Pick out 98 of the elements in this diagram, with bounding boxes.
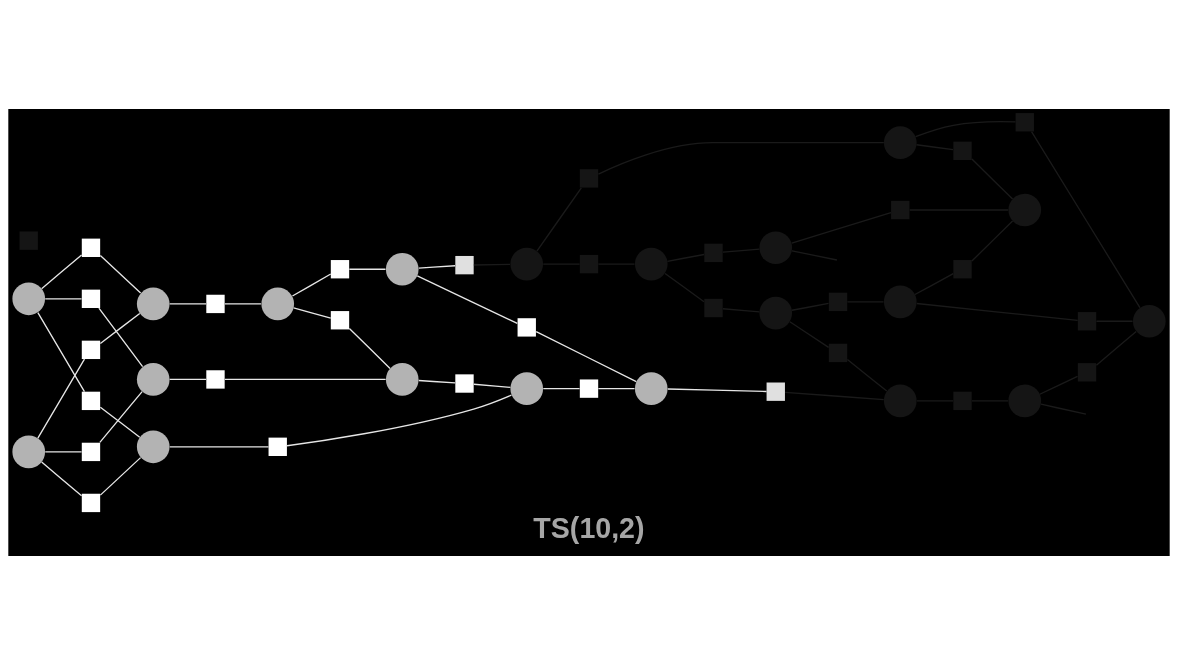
connector: [791, 302, 830, 311]
connector: [224, 303, 262, 305]
connector: [1095, 330, 1137, 366]
node-box: [330, 311, 350, 330]
node-circle: [759, 296, 793, 330]
connector: [1030, 130, 1141, 309]
connector: [542, 387, 581, 390]
node-box: [81, 238, 101, 257]
connector: [597, 387, 636, 390]
connector: [666, 253, 705, 262]
connector: [418, 379, 456, 384]
node-circle: [136, 287, 170, 321]
node-box: [953, 141, 972, 161]
connector: [664, 272, 705, 303]
connector: [99, 254, 142, 294]
connector: [99, 312, 141, 345]
connector: [535, 330, 637, 383]
node-circle: [883, 384, 917, 418]
connector: [169, 378, 207, 381]
node-box: [455, 374, 474, 393]
connector: [846, 358, 888, 392]
node-circle: [12, 435, 46, 469]
connector: [789, 321, 830, 349]
node-box: [81, 391, 101, 411]
connector: [286, 394, 513, 447]
connector: [915, 144, 954, 151]
node-circle: [136, 363, 170, 396]
node-circle: [136, 430, 170, 464]
connector: [791, 250, 838, 261]
node-box: [579, 169, 599, 188]
node-circle: [883, 126, 917, 159]
connector: [348, 268, 387, 270]
connector: [667, 388, 768, 393]
node-box: [1015, 113, 1034, 132]
connector: [1039, 375, 1079, 395]
connector: [99, 390, 143, 444]
node-circle: [634, 372, 668, 405]
node-circle: [510, 372, 544, 405]
connector: [791, 211, 892, 244]
connector: [169, 303, 207, 305]
node-circle: [385, 252, 419, 286]
connector: [292, 307, 332, 319]
connector: [98, 307, 144, 368]
connector: [37, 358, 86, 439]
node-box: [81, 493, 101, 513]
node-box: [330, 260, 350, 279]
connector: [40, 254, 83, 290]
node-box: [704, 298, 723, 318]
connector: [914, 121, 1017, 138]
connector: [473, 383, 512, 388]
node-box: [517, 318, 536, 337]
connector: [971, 220, 1014, 262]
node-box: [268, 437, 287, 456]
connector: [291, 273, 332, 297]
connector: [536, 187, 583, 252]
node-box: [81, 289, 101, 308]
connector: [99, 406, 141, 438]
node-circle: [1008, 384, 1042, 418]
connector: [1040, 403, 1087, 415]
node-box: [1077, 363, 1097, 382]
node-box: [828, 343, 848, 363]
node-circle: [1132, 304, 1166, 338]
caption: TS(10,2): [533, 512, 645, 545]
node-circle: [510, 247, 544, 281]
connector: [722, 308, 761, 313]
connector: [99, 456, 142, 496]
node-circle: [12, 282, 46, 316]
node-circle: [385, 363, 419, 396]
connector: [722, 248, 761, 253]
node-box: [206, 370, 225, 389]
node-box: [579, 379, 599, 398]
node-box: [81, 340, 101, 360]
node-circle: [261, 287, 295, 321]
node-box: [704, 243, 723, 263]
connector: [784, 391, 885, 401]
connector: [224, 378, 387, 381]
node-circle: [759, 231, 793, 265]
connector: [40, 461, 83, 497]
node-box: [766, 382, 785, 401]
connector: [348, 327, 391, 370]
connector: [597, 142, 885, 175]
node-box: [206, 294, 225, 314]
node-box: [455, 255, 474, 275]
connector: [37, 311, 86, 393]
node-box: [81, 442, 101, 462]
connector: [169, 446, 270, 448]
node-box: [953, 260, 972, 279]
connector: [44, 298, 83, 300]
node-circle: [883, 285, 917, 319]
connector: [44, 451, 83, 453]
node-box: [828, 292, 848, 312]
connector: [971, 158, 1014, 200]
connector: [418, 265, 456, 269]
connector: [416, 275, 518, 325]
node-circle: [634, 247, 668, 281]
connector: [916, 302, 1079, 322]
node-box: [1077, 312, 1097, 331]
connector: [914, 273, 954, 296]
